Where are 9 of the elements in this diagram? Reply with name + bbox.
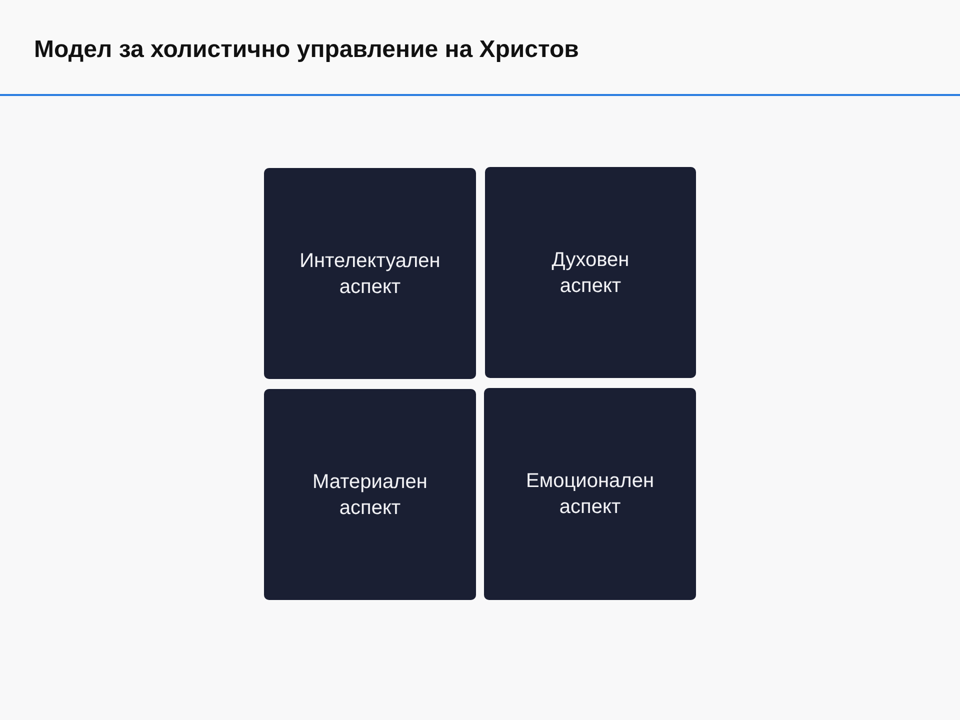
card-label: Духовен аспект: [552, 248, 630, 298]
card-label: Материален аспект: [312, 470, 428, 520]
aspect-card: [264, 389, 476, 600]
title: Модел за холистично управление на Христов: [34, 35, 579, 65]
aspect-card: [484, 388, 696, 600]
aspect-card: [264, 168, 476, 379]
card-label: Интелектуален аспект: [300, 248, 440, 300]
card-label: Емоционален аспект: [526, 469, 654, 520]
aspect-card: [485, 167, 696, 378]
